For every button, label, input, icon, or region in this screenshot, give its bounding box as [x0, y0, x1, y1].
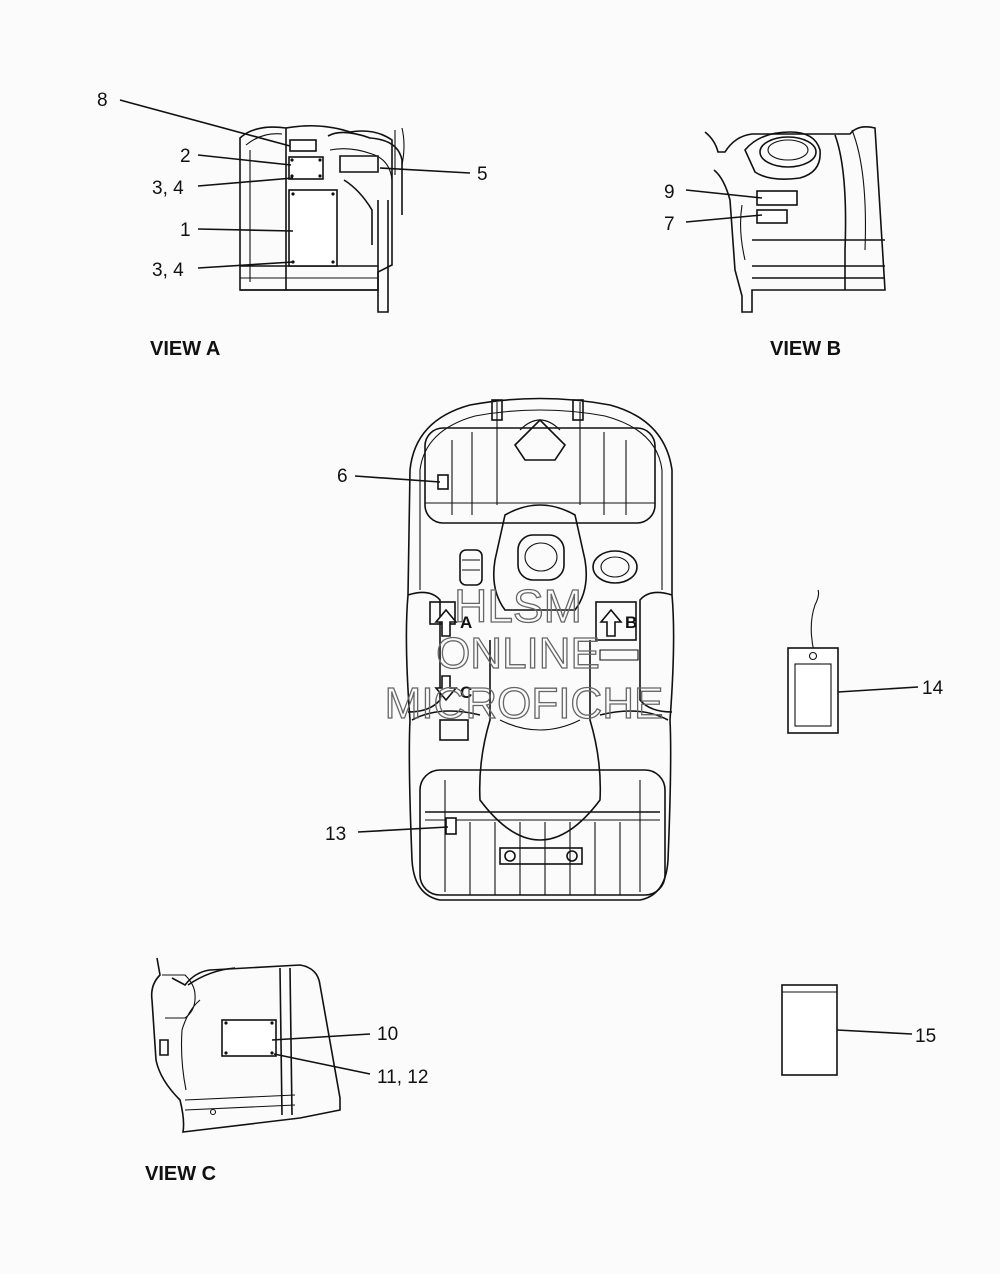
callout-7: 7 — [664, 214, 675, 235]
watermark-line-2: ONLINE — [436, 629, 600, 678]
callout-10: 10 — [377, 1024, 398, 1045]
view-a-label: VIEW A — [150, 338, 220, 360]
leader-14 — [837, 686, 919, 693]
callout-3-4-lower: 3, 4 — [152, 260, 184, 281]
watermark: HLSM ONLINE MICROFICHE — [384, 579, 664, 728]
view-arrow-a-label: A — [460, 613, 472, 632]
part-14-tag — [787, 589, 839, 734]
callout-14: 14 — [922, 678, 944, 699]
view-a-leaders — [119, 99, 471, 269]
callout-11-12: 11, 12 — [377, 1067, 428, 1088]
view-b-label: VIEW B — [770, 338, 841, 360]
top-view-leaders — [354, 475, 449, 833]
part-15-booklet — [781, 984, 838, 1076]
view-arrow-c-label: C — [460, 683, 472, 702]
view-arrow-c — [434, 675, 458, 702]
atv-top-view — [405, 397, 675, 901]
view-arrow-a — [434, 608, 458, 637]
view-arrow-b — [599, 608, 623, 637]
watermark-line-1: HLSM — [454, 580, 582, 632]
view-c-drawing — [150, 957, 341, 1133]
view-arrow-b-label: B — [625, 613, 637, 632]
callout-13: 13 — [325, 824, 346, 845]
callout-2: 2 — [180, 146, 191, 167]
callout-5: 5 — [477, 164, 488, 185]
view-c-leaders — [271, 1033, 371, 1075]
callout-8: 8 — [97, 90, 108, 111]
callout-9: 9 — [664, 182, 675, 203]
callout-1: 1 — [180, 220, 191, 241]
view-a-drawing — [239, 124, 405, 313]
view-b-drawing — [704, 126, 886, 313]
view-b-leaders — [685, 189, 763, 223]
callout-6: 6 — [337, 466, 348, 487]
callout-3-4-upper: 3, 4 — [152, 178, 184, 199]
leader-15 — [836, 1029, 913, 1035]
callout-15: 15 — [915, 1026, 936, 1047]
watermark-line-3: MICROFICHE — [385, 679, 664, 728]
view-c-label: VIEW C — [145, 1163, 216, 1185]
